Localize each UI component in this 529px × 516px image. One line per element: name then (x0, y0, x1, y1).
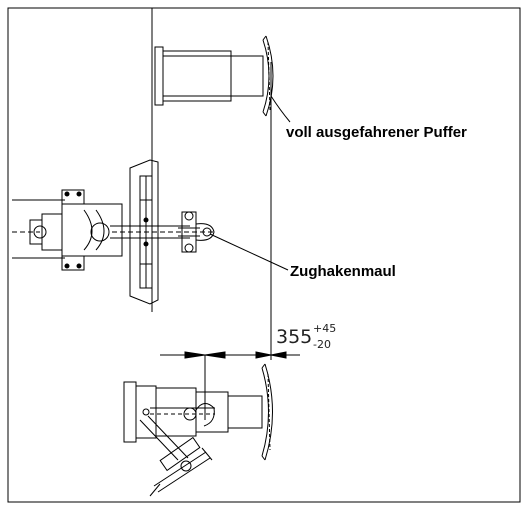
dimension-tolerance-upper: +45 (313, 322, 337, 335)
upper-buffer (154, 35, 274, 117)
drawing-border (7, 7, 521, 503)
lower-buffer-assembly (123, 363, 273, 497)
coupling-assembly (12, 159, 215, 305)
buffer-label: voll ausgefahrener Puffer (286, 124, 467, 141)
hook-leader-line (209, 233, 289, 271)
dimension-value: 355 (276, 326, 313, 348)
hook-mouth-label: Zughakenmaul (290, 263, 396, 280)
buffer-leader-line (270, 95, 291, 123)
dimension-line (160, 351, 300, 420)
dimension-tolerance-lower: -20 (313, 338, 331, 351)
